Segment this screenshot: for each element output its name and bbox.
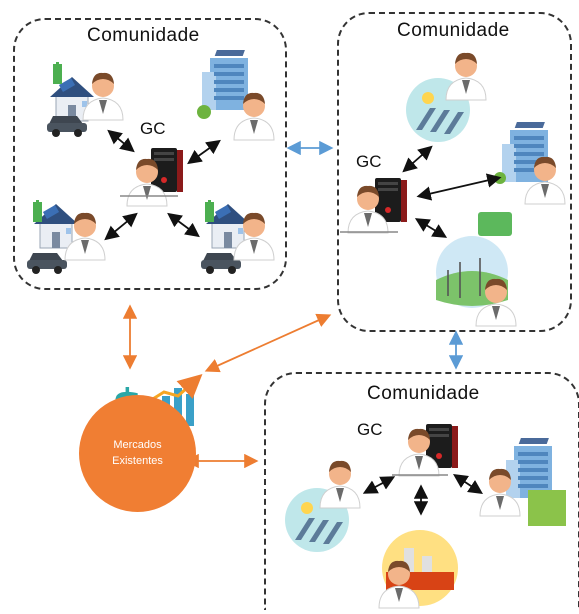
connection-arrow xyxy=(402,145,502,238)
person-icon xyxy=(445,52,487,101)
gc-label: GC xyxy=(140,119,166,138)
connection-arrow xyxy=(362,474,483,516)
market-link-arrow xyxy=(122,304,332,469)
community-title: Comunidade xyxy=(87,25,200,46)
gc-label: GC xyxy=(357,420,383,439)
building-icon xyxy=(506,438,566,526)
community-title: Comunidade xyxy=(397,20,510,41)
community-link-arrow xyxy=(286,140,464,370)
market-label-line2: Existentes xyxy=(112,455,163,467)
house-car-icon xyxy=(27,200,79,274)
market-label-line1: Mercados xyxy=(113,439,162,451)
house-car-icon xyxy=(47,62,95,137)
person-icon xyxy=(319,460,361,509)
existing-markets-node: Mercados Existentes xyxy=(79,395,196,512)
gc-label: GC xyxy=(356,152,382,171)
house-car-icon xyxy=(201,200,251,274)
community-title: Comunidade xyxy=(367,383,480,404)
building-icon xyxy=(197,50,248,119)
connection-arrow xyxy=(104,129,221,241)
